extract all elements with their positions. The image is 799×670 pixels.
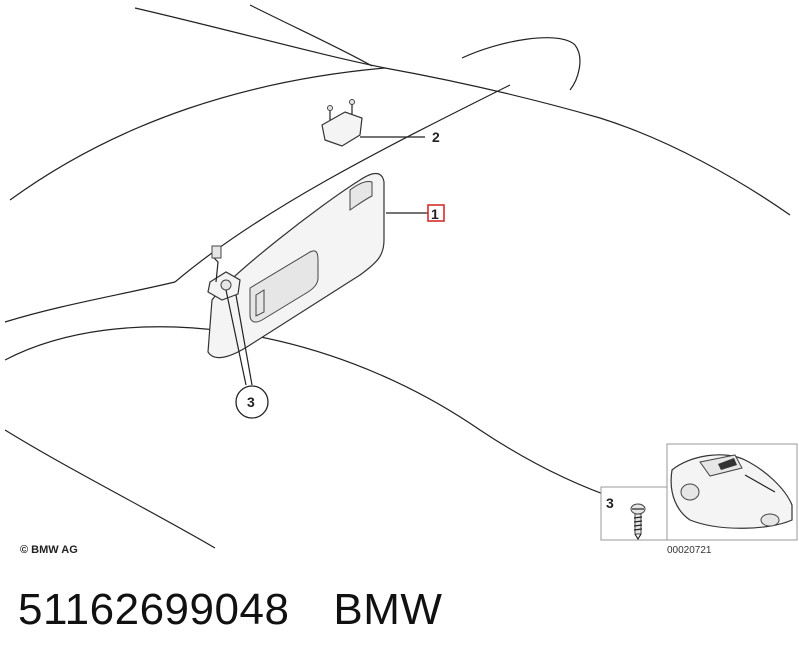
car-thumbnail-icon: [670, 454, 793, 529]
sun-visor: [207, 172, 385, 359]
copyright-text: © BMW AG: [20, 544, 78, 556]
visor-mount-bracket: [207, 245, 241, 301]
callout-1-highlight: [427, 204, 445, 222]
callout-3-circle: [235, 385, 269, 419]
a-pillar-line: [249, 4, 373, 67]
inset-part-label: 3: [606, 495, 614, 511]
screw-icon: [630, 503, 646, 541]
leader-line-3b: [235, 294, 253, 386]
footer-caption: 51162699048 BMW: [18, 585, 442, 635]
dash-line-upper: [4, 326, 621, 501]
roof-line-upper: [134, 7, 791, 216]
roof-line-left: [9, 67, 386, 201]
brand-name: BMW: [333, 585, 443, 634]
leader-line-3a: [225, 289, 247, 386]
inset-panel: 3 00020721: [600, 443, 798, 556]
grab-handle-top: [461, 37, 581, 91]
callout-1-label: 1: [431, 206, 439, 222]
sun-visor-clip: [321, 99, 363, 147]
part-number: 51162699048: [18, 585, 290, 634]
callout-3-label: 3: [247, 394, 255, 410]
callout-2-label: 2: [432, 129, 440, 145]
dash-line-lower: [4, 429, 216, 549]
parts-diagram: 2 1 3 © BMW AG 3 00020721: [4, 4, 798, 556]
diagram-id-label: 00020721: [667, 545, 712, 556]
headliner-line: [4, 281, 176, 323]
windshield-top-line: [174, 84, 511, 283]
